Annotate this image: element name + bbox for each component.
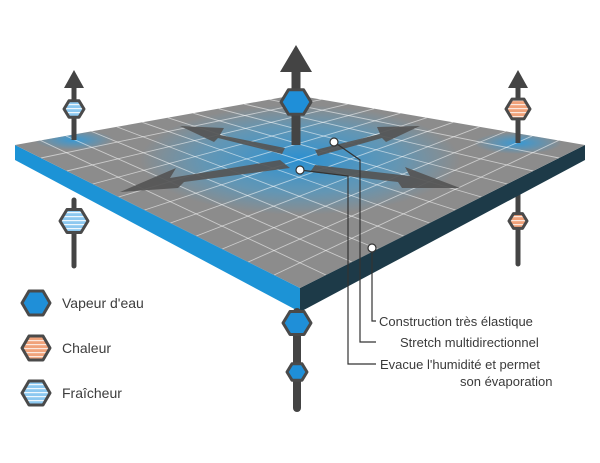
heat-hexagon-icon [20, 334, 52, 362]
right-up-arrow-icon [508, 70, 528, 88]
callout-dots [295, 137, 377, 253]
stretch-arrow-top-right [315, 126, 420, 156]
legend-label-freshness: Fraîcheur [62, 385, 122, 401]
water-vapor-hexagon-icon [279, 88, 313, 116]
water-vapor-hexagon-icon [285, 362, 309, 382]
freshness-hexagon-icon [20, 379, 52, 407]
stretch-arrow-bottom-left [120, 160, 290, 192]
water-vapor-hexagon-icon [20, 289, 52, 317]
center-up-arrow-icon [280, 45, 312, 72]
callout-labels: Construction très élastique Stretch mult… [379, 314, 553, 389]
legend-item-heat: Chaleur [20, 334, 111, 362]
callout-moisture-line2: son évaporation [460, 374, 553, 389]
stretch-arrows [120, 126, 460, 192]
freshness-hexagon-icon [58, 208, 90, 234]
legend-item-freshness: Fraîcheur [20, 379, 122, 407]
callout-dot-elastic [367, 243, 377, 253]
legend-item-water-vapor: Vapeur d'eau [20, 289, 144, 317]
heat-hexagon-icon [507, 212, 529, 230]
hexagon-markers-front [281, 310, 313, 382]
stretch-arrow-bottom-right [310, 165, 460, 188]
callout-dot-stretch [329, 137, 339, 147]
legend-label-water-vapor: Vapeur d'eau [62, 295, 144, 311]
legend: Vapeur d'eau Chaleur Fraîcheur [20, 289, 144, 407]
freshness-hexagon-icon [62, 99, 86, 119]
callout-moisture-line1: Evacue l'humidité et permet [380, 357, 540, 372]
heat-hexagon-icon [504, 97, 532, 121]
callout-lines [299, 141, 376, 365]
callout-dot-moisture [295, 165, 305, 175]
water-vapor-hexagon-icon [281, 310, 313, 336]
hexagon-markers [58, 88, 532, 234]
legend-label-heat: Chaleur [62, 340, 111, 356]
left-up-arrow-icon [64, 70, 84, 88]
fabric-slab [15, 95, 585, 312]
callout-elastic: Construction très élastique [379, 314, 533, 329]
callout-stretch: Stretch multidirectionnel [400, 335, 539, 350]
fabric-edge-right [300, 145, 585, 312]
fabric-edge-left [15, 145, 300, 312]
stretch-arrow-top-left [180, 126, 285, 154]
